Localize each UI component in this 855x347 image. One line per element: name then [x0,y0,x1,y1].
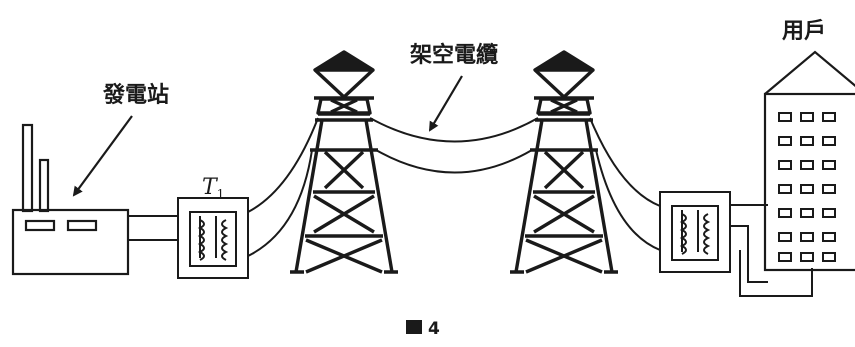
building-roof [764,50,855,95]
power-station-label: 發電站 [102,83,169,108]
figure-marker [406,320,422,334]
consumer-building [763,50,855,272]
transformer-t1-label: T1 [202,175,224,201]
station-link-wires [128,215,178,241]
power-station-window-left [24,219,56,232]
transformer-consumer-side [659,191,731,273]
consumer-link-wires [730,204,813,297]
chimney-tall [21,123,34,213]
overhead-cable-arrow [428,75,463,132]
transmission-tower-left [290,50,398,274]
overhead-cables [247,117,661,257]
transmission-tower-right [510,50,618,274]
chimney-short [38,158,50,213]
consumer-label: 用戶 [782,19,826,44]
building-body [763,92,855,272]
power-station-arrow [72,115,133,197]
transformer-t1 [177,197,249,279]
transformer-subscript: 1 [217,187,225,201]
power-station-window-right [66,219,98,232]
overhead-cable-label: 架空電纜 [410,42,498,68]
building-windows [778,112,836,262]
power-station-building [11,208,130,276]
power-station [11,123,130,276]
transformer-symbol: T [202,175,219,200]
figure-number: 4 [428,319,440,339]
